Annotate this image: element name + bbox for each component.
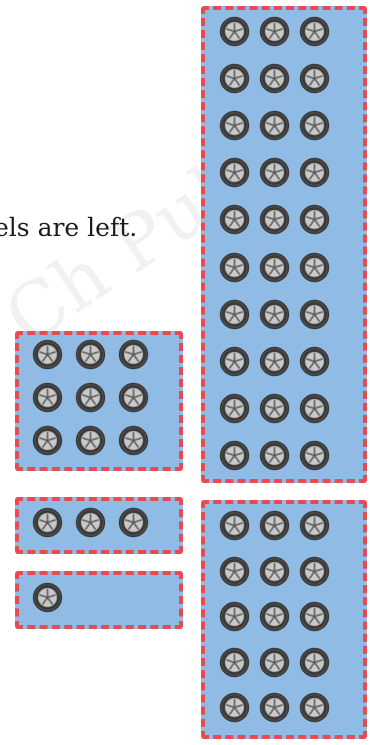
wheel-icon bbox=[299, 692, 330, 723]
wheel-icon bbox=[299, 252, 330, 283]
wheel-icon bbox=[32, 507, 63, 538]
wheel-icon bbox=[219, 440, 250, 471]
wheel-icon bbox=[118, 382, 149, 413]
wheel-icon bbox=[259, 647, 290, 678]
wheel-icon bbox=[299, 647, 330, 678]
wheel-icon bbox=[32, 382, 63, 413]
wheel-icon bbox=[219, 16, 250, 47]
wheel-icon bbox=[299, 157, 330, 188]
wheel-icon bbox=[259, 299, 290, 330]
wheel-icon bbox=[219, 556, 250, 587]
wheel-icon bbox=[259, 346, 290, 377]
wheel-icon bbox=[219, 601, 250, 632]
wheel-icon bbox=[75, 339, 106, 370]
wheel-icon bbox=[75, 507, 106, 538]
wheel-icon bbox=[32, 582, 63, 613]
wheel-icon bbox=[219, 647, 250, 678]
wheel-icon bbox=[299, 110, 330, 141]
wheel-icon bbox=[259, 110, 290, 141]
wheel-icon bbox=[219, 157, 250, 188]
wheel-icon bbox=[259, 204, 290, 235]
wheel-icon bbox=[219, 63, 250, 94]
wheel-icon bbox=[259, 252, 290, 283]
wheel-icon bbox=[259, 393, 290, 424]
wheel-icon bbox=[299, 204, 330, 235]
wheel-icon bbox=[299, 393, 330, 424]
wheel-icon bbox=[219, 510, 250, 541]
wheel-icon bbox=[299, 440, 330, 471]
wheel-icon bbox=[259, 440, 290, 471]
partial-sentence: els are left. bbox=[0, 213, 137, 242]
wheel-icon bbox=[75, 425, 106, 456]
wheel-icon bbox=[259, 692, 290, 723]
wheel-icon bbox=[32, 339, 63, 370]
wheel-icon bbox=[118, 425, 149, 456]
wheel-icon bbox=[259, 63, 290, 94]
wheel-icon bbox=[219, 692, 250, 723]
wheel-icon bbox=[219, 393, 250, 424]
wheel-icon bbox=[299, 16, 330, 47]
wheel-icon bbox=[118, 507, 149, 538]
wheel-icon bbox=[259, 556, 290, 587]
wheel-icon bbox=[219, 204, 250, 235]
wheel-icon bbox=[75, 382, 106, 413]
wheel-icon bbox=[259, 601, 290, 632]
wheel-icon bbox=[219, 299, 250, 330]
wheel-icon bbox=[118, 339, 149, 370]
wheel-icon bbox=[299, 346, 330, 377]
wheel-icon bbox=[299, 63, 330, 94]
wheel-icon bbox=[259, 510, 290, 541]
wheel-icon bbox=[259, 157, 290, 188]
wheel-icon bbox=[219, 110, 250, 141]
wheel-icon bbox=[32, 425, 63, 456]
wheel-icon bbox=[299, 601, 330, 632]
wheel-icon bbox=[299, 556, 330, 587]
wheel-icon bbox=[299, 510, 330, 541]
wheel-icon bbox=[219, 346, 250, 377]
wheel-icon bbox=[219, 252, 250, 283]
wheel-icon bbox=[299, 299, 330, 330]
wheel-icon bbox=[259, 16, 290, 47]
